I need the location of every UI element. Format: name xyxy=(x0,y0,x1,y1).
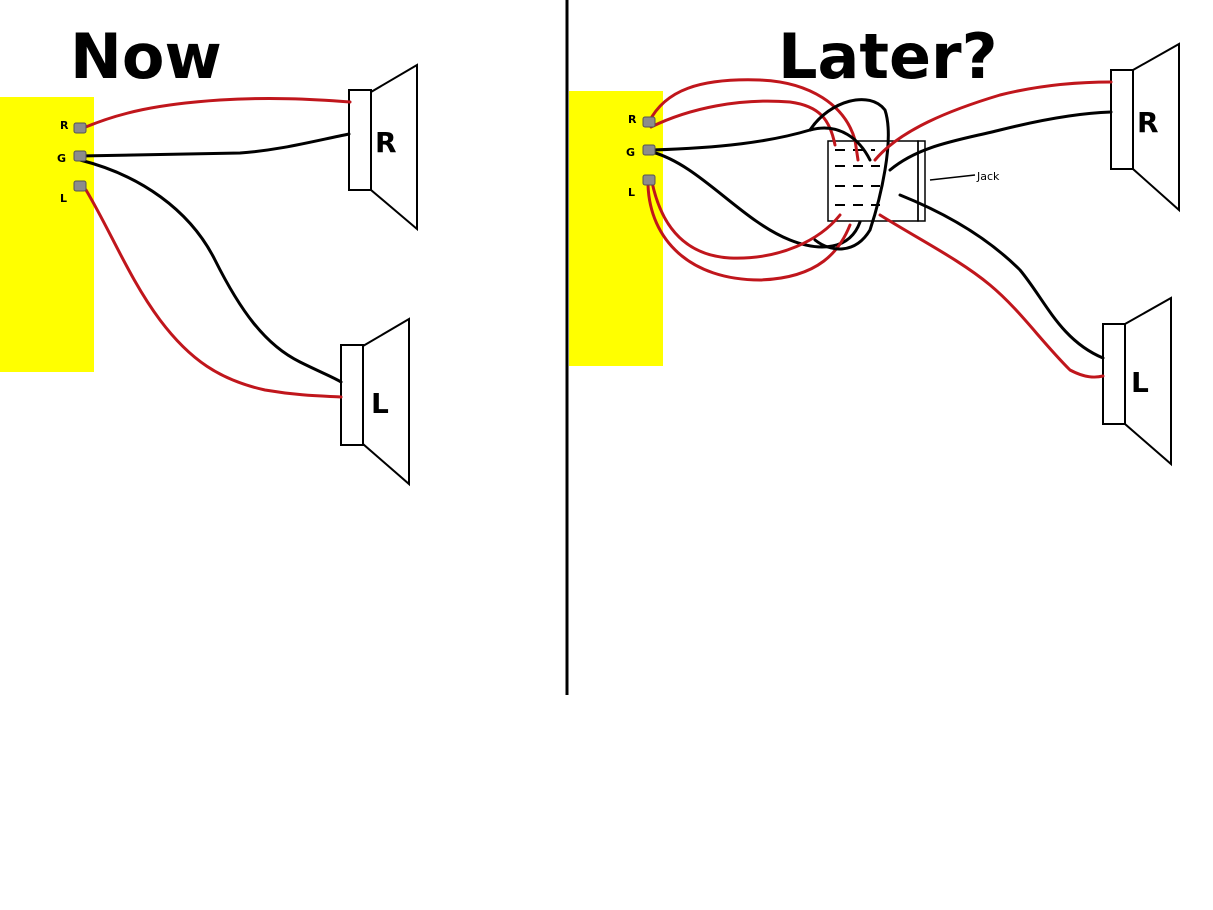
wire-left-ground-now xyxy=(78,158,343,384)
later-panel: Later? R G L Jack R L xyxy=(569,20,1180,467)
amplifier-now xyxy=(0,97,94,372)
terminal-label-r: R xyxy=(628,113,637,126)
jack-leader-line xyxy=(929,174,976,181)
jack-body xyxy=(827,140,919,222)
jack-label: Jack xyxy=(976,170,1000,183)
speaker-right-label: R xyxy=(375,126,397,159)
wire-ground-loop xyxy=(808,98,890,251)
wire-g-to-jack-bottom xyxy=(650,150,862,249)
terminal-l xyxy=(642,174,656,186)
jack: Jack xyxy=(827,140,1000,222)
amplifier-later xyxy=(569,91,663,366)
later-title: Later? xyxy=(778,20,998,93)
speaker-right-later: R xyxy=(1110,42,1180,213)
wire-l-out-to-jack xyxy=(650,180,842,260)
speaker-magnet xyxy=(340,344,364,446)
now-title: Now xyxy=(70,20,222,93)
wire-jack-to-left-ground xyxy=(898,193,1105,360)
terminal-r xyxy=(73,122,87,134)
terminal-label-g: G xyxy=(626,146,635,159)
wire-jack-to-right-positive xyxy=(873,80,1113,162)
wire-g-to-jack-top xyxy=(650,126,872,162)
speaker-left-label: L xyxy=(1131,366,1149,399)
terminal-g xyxy=(73,150,87,162)
speaker-left-now: L xyxy=(340,317,410,487)
wire-jack-to-right-ground xyxy=(888,110,1113,172)
wire-right-ground-now xyxy=(77,132,351,158)
wire-right-positive-now xyxy=(79,97,352,131)
speaker-left-later: L xyxy=(1102,296,1172,467)
speaker-magnet xyxy=(1110,69,1134,170)
speaker-right-label: R xyxy=(1137,106,1159,139)
wire-r-out-to-jack xyxy=(647,78,860,162)
now-panel: Now R G L R L xyxy=(0,20,418,487)
wire-jack-to-left-positive xyxy=(878,213,1105,379)
terminal-r xyxy=(642,116,656,128)
speaker-magnet xyxy=(348,89,372,191)
terminal-label-g: G xyxy=(57,152,66,165)
speaker-right-now: R xyxy=(348,63,418,232)
jack-plate xyxy=(917,140,926,222)
terminal-label-l: L xyxy=(628,186,635,199)
speaker-left-label: L xyxy=(371,387,389,420)
terminal-label-r: R xyxy=(60,119,69,132)
wire-left-positive-now xyxy=(84,188,343,399)
terminal-l xyxy=(73,180,87,192)
terminal-g xyxy=(642,144,656,156)
terminal-label-l: L xyxy=(60,192,67,205)
speaker-magnet xyxy=(1102,323,1126,425)
wire-r-alt-to-jack xyxy=(649,99,837,147)
